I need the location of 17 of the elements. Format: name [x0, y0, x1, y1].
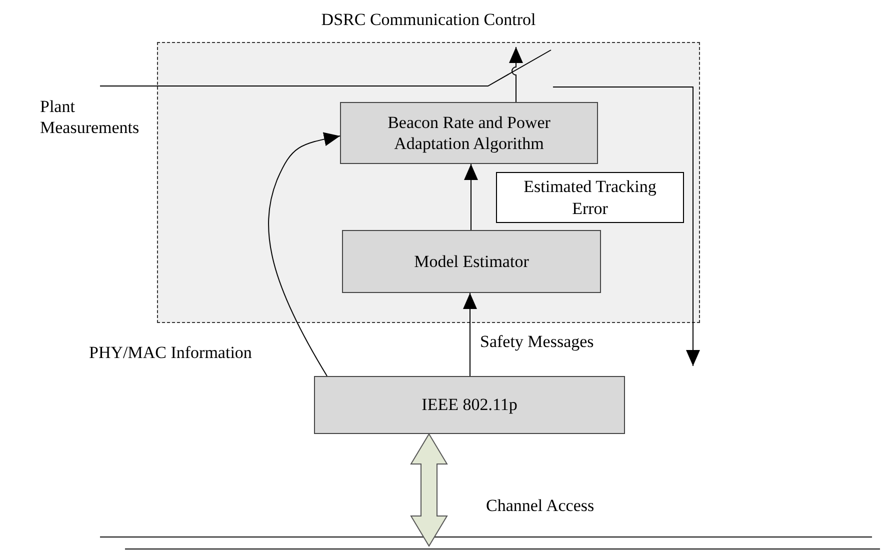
arrow: [509, 46, 523, 102]
note-text: Estimated Tracking Error: [522, 176, 658, 219]
switch-signal-line: [100, 50, 700, 366]
process-box: [340, 102, 598, 164]
arrow: [464, 164, 478, 230]
channel-bar: [100, 536, 880, 550]
arrow: [463, 292, 477, 376]
arrow: [268, 132, 340, 376]
region-title: DSRC Communication Control: [321, 9, 536, 30]
box-label: Beacon Rate and Power Adaptation Algorithm: [386, 112, 552, 154]
process-box: [314, 376, 625, 434]
box-label: IEEE 802.11p: [420, 394, 518, 416]
edge-label: Safety Messages: [480, 332, 594, 352]
note-box: [496, 172, 684, 223]
box-label: Model Estimator: [413, 250, 530, 272]
process-box: [342, 230, 601, 293]
double-arrow: [410, 433, 448, 547]
